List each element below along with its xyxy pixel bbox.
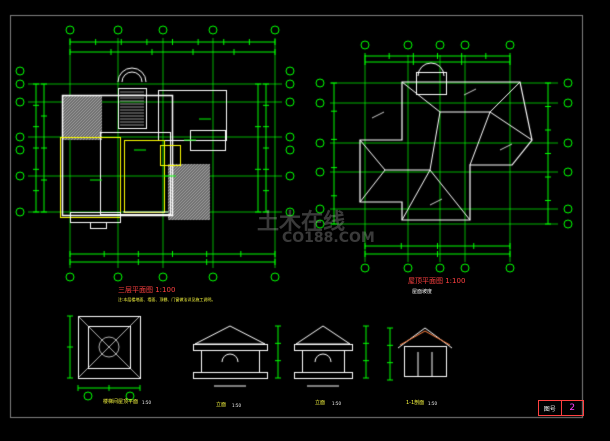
roof-plan-title: 屋顶平面图 1:100: [408, 277, 466, 285]
detail-label-section: 1-1剖面: [406, 400, 425, 406]
roof-plan-subtitle: 屋面坡度: [412, 289, 433, 295]
detail-scale-elevation-2: 1:50: [332, 401, 341, 406]
detail-scale-elevation-1: 1:50: [232, 403, 241, 408]
detail-label-elevation-1: 立面: [216, 402, 227, 408]
title-block: 图号 2: [538, 400, 584, 416]
title-block-label: 图号: [539, 401, 562, 415]
floor-plan-note: 注:本层楼地面、墙面、顶棚、门窗做法详见施工说明。: [118, 297, 216, 302]
title-block-number: 2: [569, 403, 576, 413]
floor-plan-title: 三层平面图 1:100: [118, 286, 176, 294]
watermark-url: CO188.COM: [282, 230, 375, 246]
detail-scale-stair-roof: 1:50: [142, 400, 151, 405]
detail-label-stair-roof: 楼梯间屋顶平面: [103, 399, 139, 405]
watermark-brand: 土木在线: [257, 210, 346, 235]
detail-scale-section: 1:50: [428, 401, 437, 406]
detail-label-elevation-2: 立面: [315, 400, 326, 406]
